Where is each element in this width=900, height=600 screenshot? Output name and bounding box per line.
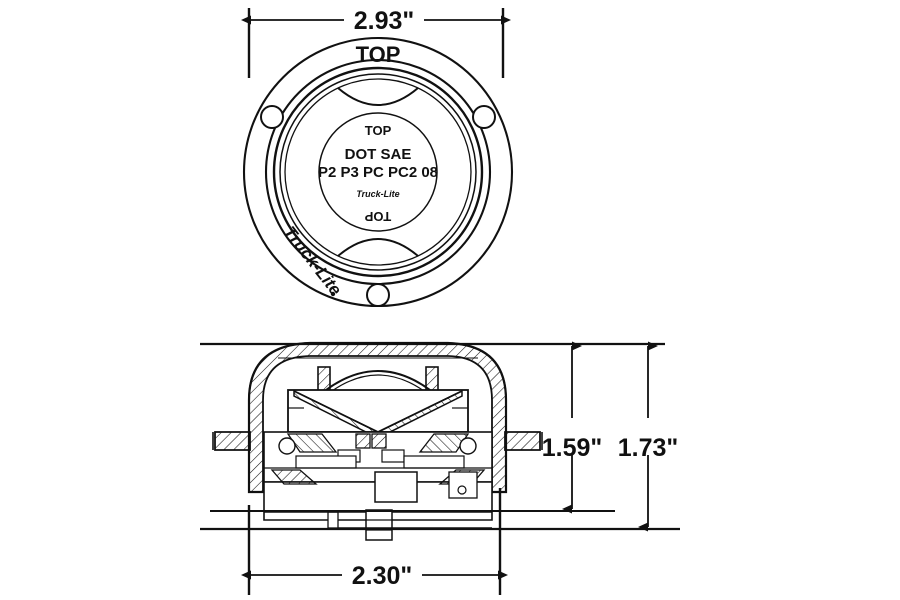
label-top-outer: TOP [356, 42, 401, 67]
center-marking-circle [318, 112, 438, 232]
mounting-hole-left [260, 105, 284, 129]
label-top-inverted: TOP [364, 209, 391, 224]
bulb-clip-left [317, 366, 331, 392]
socket-hatch-left [286, 433, 338, 453]
dimension-label-height-outer: 1.73" [618, 434, 679, 462]
mounting-hole-right [472, 105, 496, 129]
reflector-block [287, 389, 469, 433]
registered-mark-dot [330, 291, 336, 297]
terminal-screw-right [459, 437, 477, 455]
contact-pin-right [371, 433, 387, 449]
dimension-width-top: 2.93" [241, 7, 511, 78]
bus-bar-right [403, 455, 465, 469]
connector-tab [327, 511, 339, 529]
label-certification-line1: DOT SAE [345, 146, 412, 163]
lens-notch-bottom [337, 237, 419, 257]
lens-ring-inner [284, 78, 472, 266]
lens-ring-outer [272, 66, 484, 278]
bus-bar-left [295, 455, 357, 469]
contact-pin-left [355, 433, 371, 449]
socket-hatch-right [418, 433, 470, 453]
boss-hole [457, 485, 467, 495]
dimension-label-height-inner: 1.59" [542, 434, 603, 462]
mounting-flange-left [214, 431, 251, 451]
connector-stud [365, 509, 393, 541]
label-certification-line2: P2 P3 PC PC2 08 [318, 164, 438, 181]
dimension-height-inner: 1.59" [200, 341, 665, 514]
top-face-view: TOP TOP DOT SAE P2 P3 PC PC2 08 Truck-Li… [242, 36, 514, 308]
terminal-screw-left [278, 437, 296, 455]
dimension-label-width-top: 2.93" [354, 7, 415, 35]
lens-dome-arc [325, 370, 431, 391]
contact-base-right [381, 449, 405, 463]
mounting-hole-bottom [366, 283, 390, 307]
lens-notch-top [337, 87, 419, 107]
dimension-label-width-body: 2.30" [352, 562, 413, 590]
center-boss [374, 471, 418, 503]
bulb-clip-right [425, 366, 439, 392]
brand-label-center: Truck-Lite [356, 189, 399, 199]
lens-dome-arc-inner [331, 374, 425, 392]
lens-ring-mid [279, 73, 477, 271]
label-top-inner: TOP [365, 123, 392, 138]
mounting-flange-right [504, 431, 541, 451]
dimension-width-body: 2.30" [241, 488, 508, 595]
dimension-height-outer: 1.73" [200, 341, 680, 532]
lower-body-hatch-left [270, 469, 318, 485]
